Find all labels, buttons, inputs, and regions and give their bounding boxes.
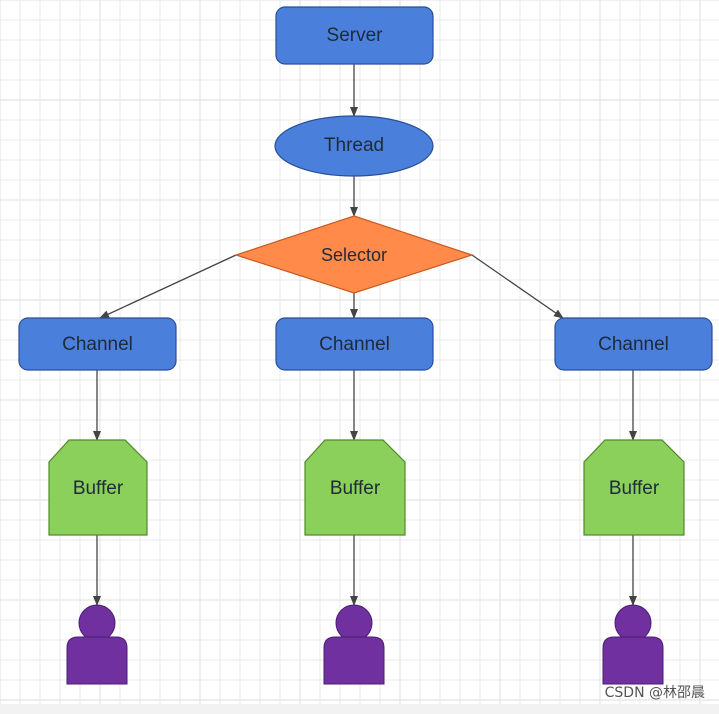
channel-label: Channel <box>598 334 669 355</box>
channel-label: Channel <box>62 334 133 355</box>
buffer-label: Buffer <box>609 478 660 499</box>
buffer-label: Buffer <box>330 478 381 499</box>
buffer-node-middle: Buffer <box>304 439 406 536</box>
buffer-node-right: Buffer <box>583 439 685 536</box>
channel-label: Channel <box>319 334 390 355</box>
watermark-text: CSDN @林邵晨 <box>605 685 705 701</box>
user-icon <box>602 604 664 685</box>
buffer-label: Buffer <box>73 478 124 499</box>
edge-selector-channel-right <box>471 254 564 319</box>
bottom-strip <box>0 704 719 714</box>
channel-node-middle: Channel <box>275 317 434 371</box>
channel-node-left: Channel <box>18 317 177 371</box>
thread-node: Thread <box>274 115 434 177</box>
server-node: Server <box>275 6 434 65</box>
selector-node: Selector <box>234 215 474 294</box>
thread-label: Thread <box>324 135 384 156</box>
selector-label: Selector <box>321 245 387 265</box>
edge-selector-channel-left <box>99 254 237 319</box>
user-icon <box>323 604 385 685</box>
buffer-node-left: Buffer <box>48 439 148 536</box>
server-label: Server <box>327 25 384 46</box>
channel-node-right: Channel <box>554 317 713 371</box>
edges <box>93 64 637 606</box>
user-icon <box>66 604 128 685</box>
